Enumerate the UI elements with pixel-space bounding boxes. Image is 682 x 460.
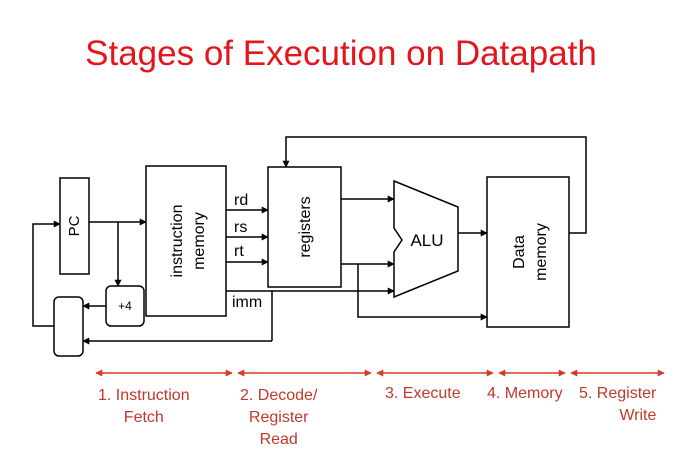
stage-4-label: 4. Memory — [487, 385, 563, 402]
imm-label: imm — [232, 294, 262, 311]
rt-label: rt — [234, 243, 244, 260]
registers-label: registers — [297, 196, 314, 257]
slide-title: Stages of Execution on Datapath — [85, 34, 597, 73]
instruction-memory-block — [145, 165, 227, 317]
stage-5-label: 5. Register Write — [579, 385, 657, 424]
alu-label: ALU — [410, 231, 443, 250]
stage-1-label: 1. Instruction Fetch — [98, 387, 190, 426]
pc-mux-block — [53, 296, 84, 357]
registers-block — [267, 166, 342, 288]
data-memory-block — [486, 176, 570, 328]
pc-label: PC — [66, 215, 83, 236]
pc-block — [59, 177, 90, 275]
datapath-wires — [32, 136, 587, 345]
adder-label: +4 — [118, 299, 132, 313]
alu-block — [393, 179, 459, 299]
rd-label: rd — [234, 192, 248, 209]
stage-2-label: 2. Decode/ Register Read — [240, 387, 318, 448]
stage-3-label: 3. Execute — [385, 385, 461, 402]
rs-label: rs — [234, 219, 247, 236]
